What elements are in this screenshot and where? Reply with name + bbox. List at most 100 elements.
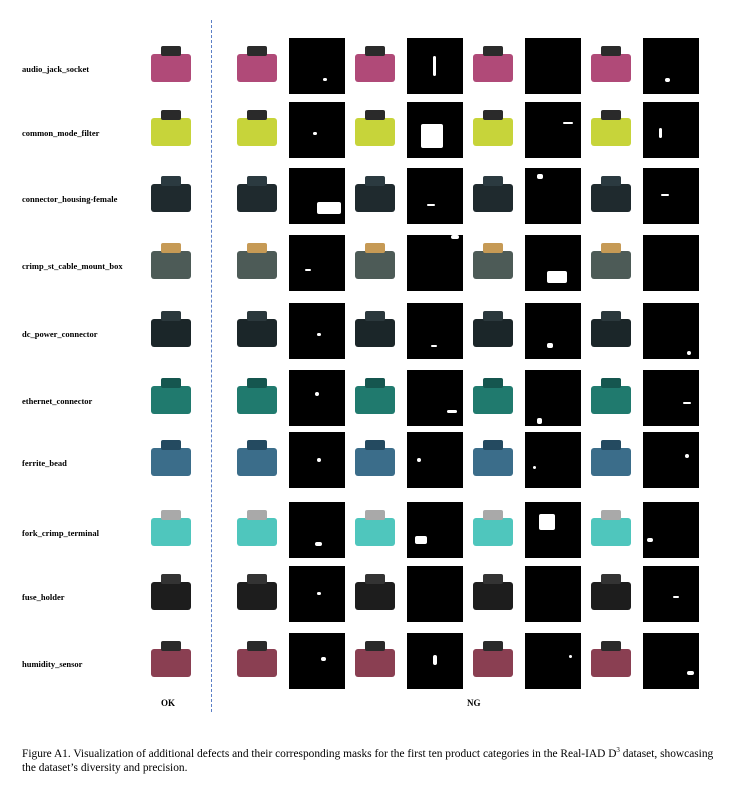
product-body bbox=[355, 386, 395, 414]
ok-image bbox=[143, 235, 199, 291]
defect-mask bbox=[407, 303, 463, 359]
ng-image bbox=[347, 502, 403, 558]
ng-image bbox=[347, 38, 403, 94]
product-detail bbox=[247, 311, 267, 321]
ng-image bbox=[347, 102, 403, 158]
ng-image bbox=[229, 432, 285, 488]
product-body bbox=[237, 649, 277, 677]
product-detail bbox=[247, 641, 267, 651]
product-body bbox=[237, 448, 277, 476]
defect-mask bbox=[525, 303, 581, 359]
defect-mask bbox=[525, 168, 581, 224]
defect-mask bbox=[643, 235, 699, 291]
product-detail bbox=[365, 440, 385, 450]
ok-image bbox=[143, 168, 199, 224]
product-body bbox=[473, 448, 513, 476]
defect-mask bbox=[643, 303, 699, 359]
product-detail bbox=[161, 440, 181, 450]
product-detail bbox=[483, 110, 503, 120]
ng-image bbox=[465, 235, 521, 291]
ok-image bbox=[143, 432, 199, 488]
product-detail bbox=[483, 378, 503, 388]
defect-region bbox=[569, 655, 572, 658]
product-body bbox=[151, 184, 191, 212]
product-body bbox=[473, 251, 513, 279]
ng-image bbox=[347, 235, 403, 291]
defect-region bbox=[683, 402, 691, 404]
defect-mask bbox=[407, 370, 463, 426]
ok-column-label: OK bbox=[161, 698, 176, 708]
caption-prefix: Figure A1. Visualization of additional d… bbox=[22, 747, 617, 760]
ng-image bbox=[229, 370, 285, 426]
row-label-humidity_sensor: humidity_sensor bbox=[22, 659, 83, 669]
product-body bbox=[355, 251, 395, 279]
ng-image bbox=[583, 432, 639, 488]
product-body bbox=[151, 448, 191, 476]
product-body bbox=[591, 386, 631, 414]
product-body bbox=[151, 518, 191, 546]
defect-mask bbox=[289, 502, 345, 558]
product-body bbox=[237, 184, 277, 212]
defect-mask bbox=[407, 235, 463, 291]
defect-region bbox=[415, 536, 427, 544]
row-label-audio_jack_socket: audio_jack_socket bbox=[22, 64, 90, 74]
ok-image bbox=[143, 370, 199, 426]
row-label-crimp_st_cable_mount_box: crimp_st_cable_mount_box bbox=[22, 261, 123, 271]
product-body bbox=[473, 118, 513, 146]
defect-mask bbox=[525, 502, 581, 558]
defect-region bbox=[421, 124, 443, 148]
product-detail bbox=[483, 574, 503, 584]
defect-region bbox=[315, 392, 319, 396]
product-detail bbox=[365, 46, 385, 56]
ng-image bbox=[465, 633, 521, 689]
defect-region bbox=[547, 271, 567, 283]
product-body bbox=[591, 54, 631, 82]
defect-mask bbox=[643, 502, 699, 558]
defect-region bbox=[537, 174, 543, 179]
product-detail bbox=[601, 378, 621, 388]
product-body bbox=[591, 251, 631, 279]
product-body bbox=[237, 118, 277, 146]
product-detail bbox=[601, 574, 621, 584]
product-body bbox=[473, 184, 513, 212]
product-detail bbox=[601, 176, 621, 186]
defect-mask bbox=[407, 566, 463, 622]
defect-mask bbox=[525, 235, 581, 291]
defect-mask bbox=[407, 502, 463, 558]
product-body bbox=[591, 518, 631, 546]
defect-mask bbox=[289, 633, 345, 689]
row-label-ferrite_bead: ferrite_bead bbox=[22, 458, 67, 468]
product-detail bbox=[161, 176, 181, 186]
product-detail bbox=[365, 176, 385, 186]
defect-region bbox=[537, 418, 542, 424]
ng-image bbox=[347, 168, 403, 224]
product-body bbox=[151, 386, 191, 414]
defect-mask bbox=[289, 102, 345, 158]
product-detail bbox=[161, 46, 181, 56]
defect-region bbox=[321, 657, 326, 661]
product-detail bbox=[247, 378, 267, 388]
defect-region bbox=[659, 128, 662, 138]
product-body bbox=[473, 649, 513, 677]
product-body bbox=[355, 184, 395, 212]
ng-image bbox=[465, 102, 521, 158]
defect-region bbox=[451, 235, 459, 239]
defect-region bbox=[687, 351, 691, 355]
product-detail bbox=[365, 510, 385, 520]
product-detail bbox=[247, 110, 267, 120]
defect-mask bbox=[643, 432, 699, 488]
defect-region bbox=[317, 592, 321, 595]
product-body bbox=[473, 518, 513, 546]
product-detail bbox=[601, 510, 621, 520]
ng-image bbox=[583, 303, 639, 359]
defect-mask bbox=[407, 102, 463, 158]
product-detail bbox=[483, 510, 503, 520]
product-detail bbox=[161, 574, 181, 584]
product-detail bbox=[161, 311, 181, 321]
ok-image bbox=[143, 38, 199, 94]
defect-region bbox=[673, 596, 679, 598]
product-body bbox=[473, 319, 513, 347]
product-detail bbox=[247, 440, 267, 450]
ng-image bbox=[583, 235, 639, 291]
product-detail bbox=[161, 243, 181, 253]
